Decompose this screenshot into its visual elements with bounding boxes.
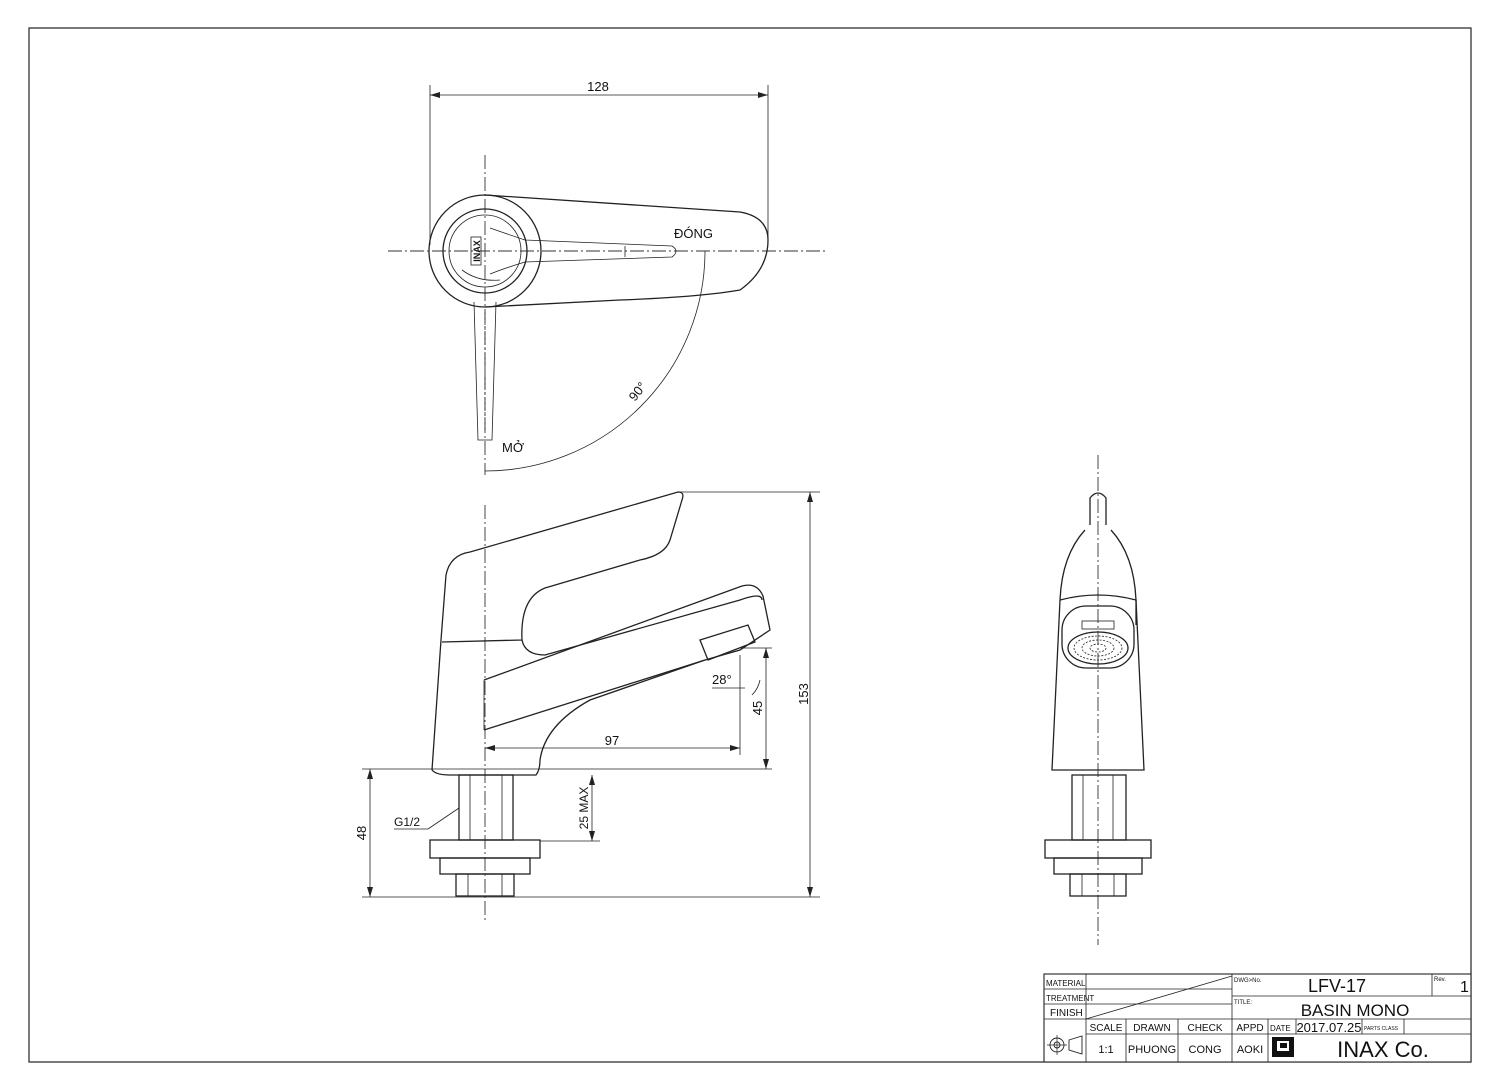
dim-shank-48: 48 bbox=[354, 826, 369, 840]
tb-finish-label: FINISH bbox=[1050, 1008, 1083, 1019]
projection-symbol-icon bbox=[1047, 1035, 1083, 1055]
tb-treatment-label: TREATMENT bbox=[1046, 994, 1094, 1003]
label-open: MỞ bbox=[502, 440, 524, 455]
front-view: 153 45 97 28° 25 MAX 48 G1/2 bbox=[354, 491, 820, 920]
tb-appd: AOKI bbox=[1237, 1044, 1263, 1056]
tb-company: INAX Co. bbox=[1337, 1037, 1429, 1062]
dim-width-128: 128 bbox=[587, 79, 609, 94]
dim-spout-reach-97: 97 bbox=[605, 733, 619, 748]
tb-title-label: TITLE: bbox=[1234, 1000, 1252, 1006]
dim-outlet-height-45: 45 bbox=[750, 701, 765, 715]
tb-appd-label: APPD bbox=[1236, 1023, 1263, 1034]
tb-date: 2017.07.25 bbox=[1296, 1020, 1361, 1035]
dim-total-height-153: 153 bbox=[796, 683, 811, 705]
thread-spec-g12: G1/2 bbox=[394, 815, 420, 829]
tb-drawn-label: DRAWN bbox=[1133, 1023, 1170, 1034]
side-view bbox=[1044, 455, 1152, 945]
tb-rev: 1 bbox=[1460, 979, 1469, 996]
tb-dwg-no-label: DWG>No. bbox=[1234, 978, 1262, 984]
tb-scale: 1:1 bbox=[1098, 1044, 1113, 1056]
tb-date-label: DATE bbox=[1270, 1024, 1291, 1033]
inax-logo-mark: INAX bbox=[472, 240, 482, 262]
dim-rotation-90: 90° bbox=[626, 379, 650, 404]
label-closed: ĐÓNG bbox=[674, 226, 713, 241]
dim-spout-angle-28: 28° bbox=[712, 672, 732, 687]
inax-logo-icon bbox=[1272, 1037, 1294, 1057]
tb-rev-label: Rev. bbox=[1434, 977, 1446, 983]
top-view: 128 INAX ĐÓNG MỞ 90° bbox=[388, 79, 828, 475]
tb-check: CONG bbox=[1189, 1044, 1222, 1056]
tb-dwg-no: LFV-17 bbox=[1308, 976, 1366, 996]
tb-parts-class-label: PARTS CLASS bbox=[1364, 1026, 1399, 1032]
title-block: MATERIAL TREATMENT FINISH DWG>No. LFV-17… bbox=[1043, 973, 1472, 1063]
tb-material-label: MATERIAL bbox=[1046, 979, 1086, 988]
drawing-border bbox=[28, 27, 1472, 1063]
tb-title: BASIN MONO bbox=[1301, 1001, 1410, 1020]
tb-drawn: PHUONG bbox=[1128, 1044, 1176, 1056]
tb-check-label: CHECK bbox=[1187, 1023, 1222, 1034]
dim-max-thickness: 25 MAX bbox=[577, 787, 591, 830]
tb-scale-label: SCALE bbox=[1090, 1023, 1123, 1034]
